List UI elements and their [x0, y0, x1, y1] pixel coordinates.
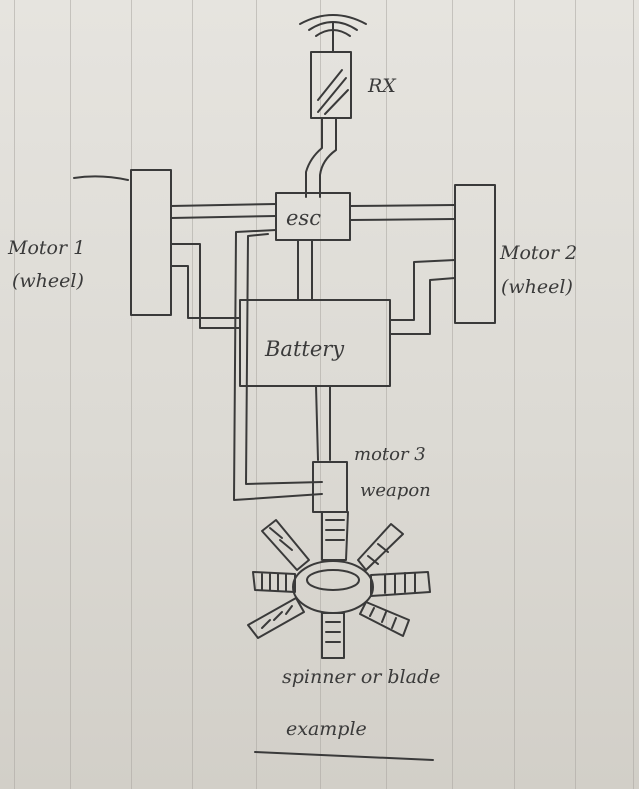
caption-underline — [254, 751, 434, 761]
esc-to-weapon-loop-wire — [233, 229, 323, 501]
battery-to-motor1-wire — [170, 243, 241, 329]
battery-to-motor2-wire — [389, 259, 456, 335]
motor2-wheel — [454, 184, 496, 324]
motor2-label: Motor 2 — [499, 242, 577, 264]
esc-to-battery-wire — [297, 239, 313, 301]
esc-to-motor2-wire — [349, 204, 456, 221]
rx-to-esc-wire — [305, 117, 337, 198]
motor2-sublabel: (wheel) — [501, 276, 573, 298]
caption-line1: spinner or blade — [282, 666, 440, 688]
motor3-label: motor 3 — [354, 444, 426, 465]
motor1-wheel — [130, 169, 172, 316]
motor3-sublabel: weapon — [360, 480, 431, 501]
antenna-icon — [299, 14, 367, 53]
receiver-box — [310, 51, 352, 119]
esc-to-motor1-wire — [170, 203, 277, 219]
battery-to-motor3-wire — [315, 385, 331, 461]
motor3-weapon — [312, 461, 349, 561]
caption-line2: example — [286, 718, 367, 740]
esc-label: esc — [286, 206, 321, 230]
motor1-label: Motor 1 — [7, 237, 85, 259]
battery-label: Battery — [264, 337, 345, 361]
motor1-sublabel: (wheel) — [12, 270, 84, 292]
spinner-blade — [247, 519, 431, 659]
receiver-label: RX — [367, 75, 397, 97]
